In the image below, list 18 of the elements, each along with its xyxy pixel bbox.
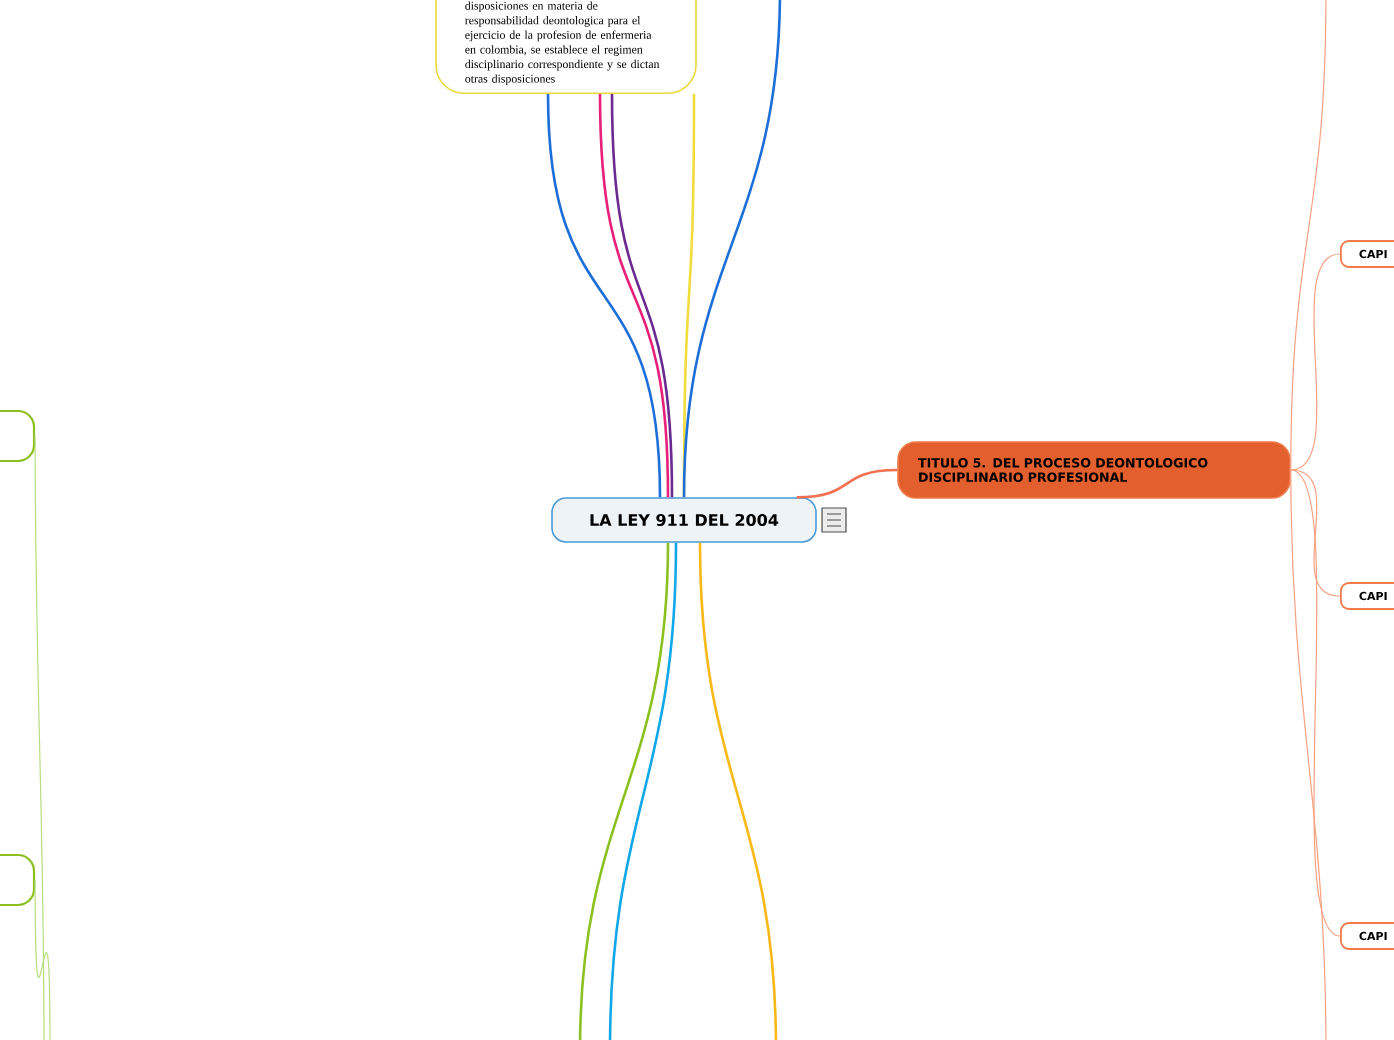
connector-line xyxy=(34,879,51,1040)
connector-line xyxy=(1290,469,1341,597)
connector-line xyxy=(682,0,782,498)
connector-line xyxy=(34,435,45,1040)
connector-line xyxy=(796,468,898,499)
connector-line xyxy=(1290,469,1327,1040)
connector-line xyxy=(1290,0,1327,471)
connector-line xyxy=(698,542,778,1040)
connector-line xyxy=(1290,469,1341,937)
central-topic: LA LEY 911 DEL 2004 xyxy=(551,497,817,543)
subtopic-box xyxy=(0,853,36,907)
connector-line xyxy=(546,93,662,498)
connector-line xyxy=(1290,253,1341,471)
connector-line xyxy=(608,542,678,1040)
subtopic-box xyxy=(0,409,36,463)
connector-line xyxy=(598,93,670,498)
connector-line xyxy=(610,93,674,498)
connector-line xyxy=(578,542,670,1040)
